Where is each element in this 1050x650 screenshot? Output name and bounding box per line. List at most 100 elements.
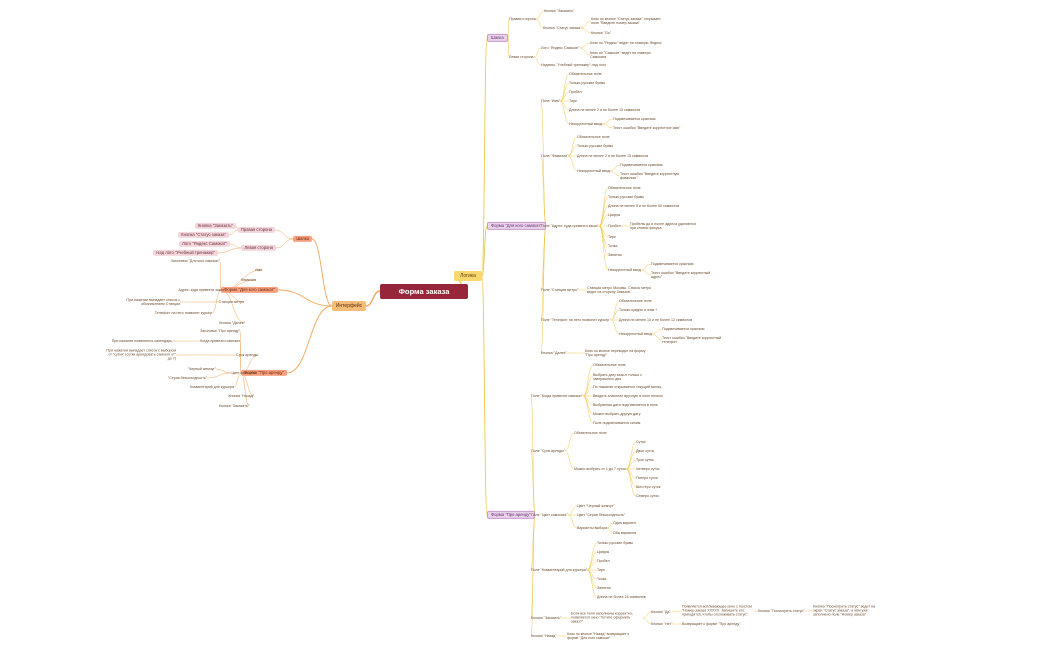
- logic-node-13[interactable]: Обязательное поле: [569, 71, 602, 76]
- logic-node-77[interactable]: Поле "Комментарий для курьера": [531, 567, 588, 572]
- iface-node-0[interactable]: Шапка: [293, 235, 312, 243]
- logic-node-18[interactable]: Некорректный ввод: [569, 121, 602, 126]
- logic-node-89[interactable]: Кнопка "Посмотреть статус": [758, 608, 805, 613]
- logic-node-23[interactable]: Только русские буквы: [577, 143, 614, 148]
- logic-node-65[interactable]: Двое суток: [636, 448, 655, 453]
- logic-node-81[interactable]: Тире: [597, 567, 606, 572]
- iface-node-9[interactable]: Имя: [255, 267, 262, 272]
- logic-node-82[interactable]: Точка: [597, 576, 607, 581]
- logic-node-83[interactable]: Запятая: [597, 585, 611, 590]
- logic-node-26[interactable]: Подсвечивается красным: [620, 162, 663, 167]
- logic-node-11[interactable]: Форма "Для кого самокат": [487, 221, 546, 231]
- logic-node-0[interactable]: Шапка: [487, 33, 508, 43]
- iface-node-7[interactable]: Форма "Для кого самокат": [221, 286, 278, 294]
- logic-node-32[interactable]: Цифры: [608, 212, 621, 217]
- logic-node-27[interactable]: Текст ошибки "Введите корректную фамилию…: [620, 171, 680, 180]
- iface-node-23[interactable]: "Черный жемчуг": [187, 366, 216, 371]
- logic-node-20[interactable]: Текст ошибки "Введите корректное имя": [613, 125, 681, 130]
- logic-node-33[interactable]: Пробел: [608, 223, 621, 228]
- logic-node-45[interactable]: Только цифры и знак +: [619, 307, 658, 312]
- iface-node-22[interactable]: Цвет самоката: [231, 370, 257, 375]
- logic-node-67[interactable]: Четверо суток: [636, 466, 660, 471]
- iface-node-13[interactable]: При нажатии выпадает список с обозначени…: [126, 297, 180, 306]
- logic-node-84[interactable]: Длина не более 24 символов: [597, 594, 646, 599]
- logic-node-14[interactable]: Только русские буквы: [569, 80, 606, 85]
- logic-node-40[interactable]: Текст ошибки "Введите корректный адрес": [651, 270, 711, 279]
- logic-node-88[interactable]: Появляется всплывающее окно с текстом "Н…: [682, 604, 752, 618]
- logic-node-25[interactable]: Некорректный ввод: [577, 168, 610, 173]
- logic-node-55[interactable]: Выбрать дату мож-н только с завтрашнего …: [593, 372, 642, 381]
- logic-node-24[interactable]: Длина не менее 2 и не более 15 символов: [577, 153, 649, 158]
- logic-node-17[interactable]: Длина не менее 2 и не более 15 символов: [569, 107, 641, 112]
- logic-node-42[interactable]: Станции метро Москвы. Список метро ведет…: [587, 285, 652, 294]
- logic-node-47[interactable]: Некорректный ввод: [619, 331, 652, 336]
- iface-node-18[interactable]: Когда привезти самокат: [200, 338, 240, 343]
- logic-node-4[interactable]: Клик по кнопке "Статус заказа" открывает…: [591, 16, 661, 25]
- logic-node-79[interactable]: Цифры: [597, 549, 610, 554]
- logic-node-7[interactable]: Лого "Яндекс Самокат": [541, 45, 580, 50]
- logic-node-29[interactable]: Обязательное поле: [608, 185, 641, 190]
- logic-node-56[interactable]: По нажатию открывается текущий месяц: [593, 384, 662, 389]
- logic-node-70[interactable]: Семеро суток: [636, 493, 659, 498]
- branch-logic[interactable]: Логика: [454, 271, 482, 281]
- logic-node-76[interactable]: Оба варианта: [613, 530, 637, 535]
- iface-node-10[interactable]: Фамилия: [240, 277, 256, 282]
- logic-node-71[interactable]: Поле "Цвет самоката": [531, 512, 568, 517]
- logic-node-37[interactable]: Запятая: [608, 252, 622, 257]
- logic-node-52[interactable]: Форма "Про аренду": [487, 510, 535, 520]
- logic-node-6[interactable]: Левая сторона: [509, 54, 534, 59]
- logic-node-93[interactable]: Кнопка "Назад": [531, 633, 557, 638]
- iface-node-26[interactable]: Кнопка "Назад": [228, 393, 254, 398]
- logic-node-34[interactable]: Пробелы до и после адреса удаляются при …: [630, 221, 696, 230]
- logic-node-9[interactable]: Клик по "Самокат" ведет на главную Самок…: [590, 50, 651, 59]
- logic-node-22[interactable]: Обязательное поле: [577, 134, 610, 139]
- iface-node-15[interactable]: Кнопка "Далее": [219, 320, 245, 325]
- logic-node-53[interactable]: Поле "Когда привезти самокат": [531, 393, 584, 398]
- logic-node-80[interactable]: Пробел: [597, 558, 610, 563]
- logic-node-94[interactable]: Клик по кнопке "Назад" возвращает к форм…: [567, 631, 630, 640]
- iface-node-17[interactable]: Заголовок "Про аренду": [200, 328, 240, 333]
- logic-node-43[interactable]: Поле "Телефон: на него позвонит курьер": [541, 317, 611, 322]
- logic-node-91[interactable]: Кнопка "Нет": [651, 621, 673, 626]
- logic-node-35[interactable]: Тире: [608, 234, 617, 239]
- logic-node-74[interactable]: Варианты выбора: [577, 525, 608, 530]
- logic-node-12[interactable]: Поле "Имя": [541, 98, 561, 103]
- iface-node-8[interactable]: Заголовок "Для кого самокат": [170, 258, 220, 263]
- logic-node-62[interactable]: Обязательное поле: [574, 430, 607, 435]
- logic-node-72[interactable]: Цвет "Черный жемчуг": [577, 503, 615, 508]
- iface-node-3[interactable]: Кнопка "Статус заказа": [178, 231, 229, 239]
- logic-node-48[interactable]: Подсвечивается красным: [662, 326, 705, 331]
- iface-node-1[interactable]: Правая сторона: [237, 226, 275, 234]
- logic-node-78[interactable]: Только русские буквы: [597, 540, 634, 545]
- logic-node-49[interactable]: Текст ошибки "Введите корректный телефон…: [662, 335, 722, 344]
- logic-node-92[interactable]: Возвращает к форме "Про аренду": [682, 621, 741, 626]
- logic-node-68[interactable]: Пятеро суток: [636, 475, 658, 480]
- logic-node-50[interactable]: Кнопка "Далее": [541, 350, 567, 355]
- iface-node-25[interactable]: Комментарий для курьера: [189, 384, 234, 389]
- logic-node-69[interactable]: Шестеро суток: [636, 484, 661, 489]
- root-topic[interactable]: Форма заказа: [380, 284, 468, 299]
- logic-node-16[interactable]: Тире: [569, 98, 578, 103]
- logic-node-28[interactable]: Поле "Адрес: куда привезти заказ": [541, 223, 599, 228]
- logic-node-38[interactable]: Некорректный ввод: [608, 267, 641, 272]
- logic-node-46[interactable]: Длина не менее 10 и не более 12 символов: [619, 317, 693, 322]
- iface-node-24[interactable]: "Серая безысходность": [167, 375, 207, 380]
- logic-node-87[interactable]: Кнопка "Да": [651, 609, 671, 614]
- logic-node-73[interactable]: Цвет "Серая безысходность": [577, 512, 626, 517]
- logic-node-44[interactable]: Обязательное поле: [619, 298, 652, 303]
- logic-node-51[interactable]: Клик по кнопке переводит на форму "Про а…: [585, 348, 646, 357]
- logic-node-63[interactable]: Можно выбрать от 1 до 7 суток: [574, 466, 626, 471]
- iface-node-20[interactable]: Срок аренды: [236, 352, 258, 357]
- iface-node-21[interactable]: При нажатии выпадает список с выбором от…: [106, 348, 176, 362]
- logic-node-85[interactable]: Кнопка "Заказать": [531, 615, 562, 620]
- branch-interface[interactable]: Интерфейс: [332, 301, 366, 311]
- logic-node-36[interactable]: Точка: [608, 243, 618, 248]
- logic-node-58[interactable]: Выбранная дата подставляется в поле: [593, 402, 658, 407]
- logic-node-90[interactable]: Кнопка "Посмотреть статус" ведет на экра…: [813, 604, 875, 618]
- logic-node-57[interactable]: Вводить значение вручную в поле нельзя: [593, 393, 663, 398]
- logic-node-54[interactable]: Обязательное поле: [593, 362, 626, 367]
- logic-node-64[interactable]: Сутки: [636, 439, 646, 444]
- iface-node-4[interactable]: Левая сторона: [241, 244, 276, 252]
- logic-node-19[interactable]: Подсвечивается красным: [613, 116, 656, 121]
- logic-node-3[interactable]: Кнопка "Статус заказа": [543, 25, 582, 30]
